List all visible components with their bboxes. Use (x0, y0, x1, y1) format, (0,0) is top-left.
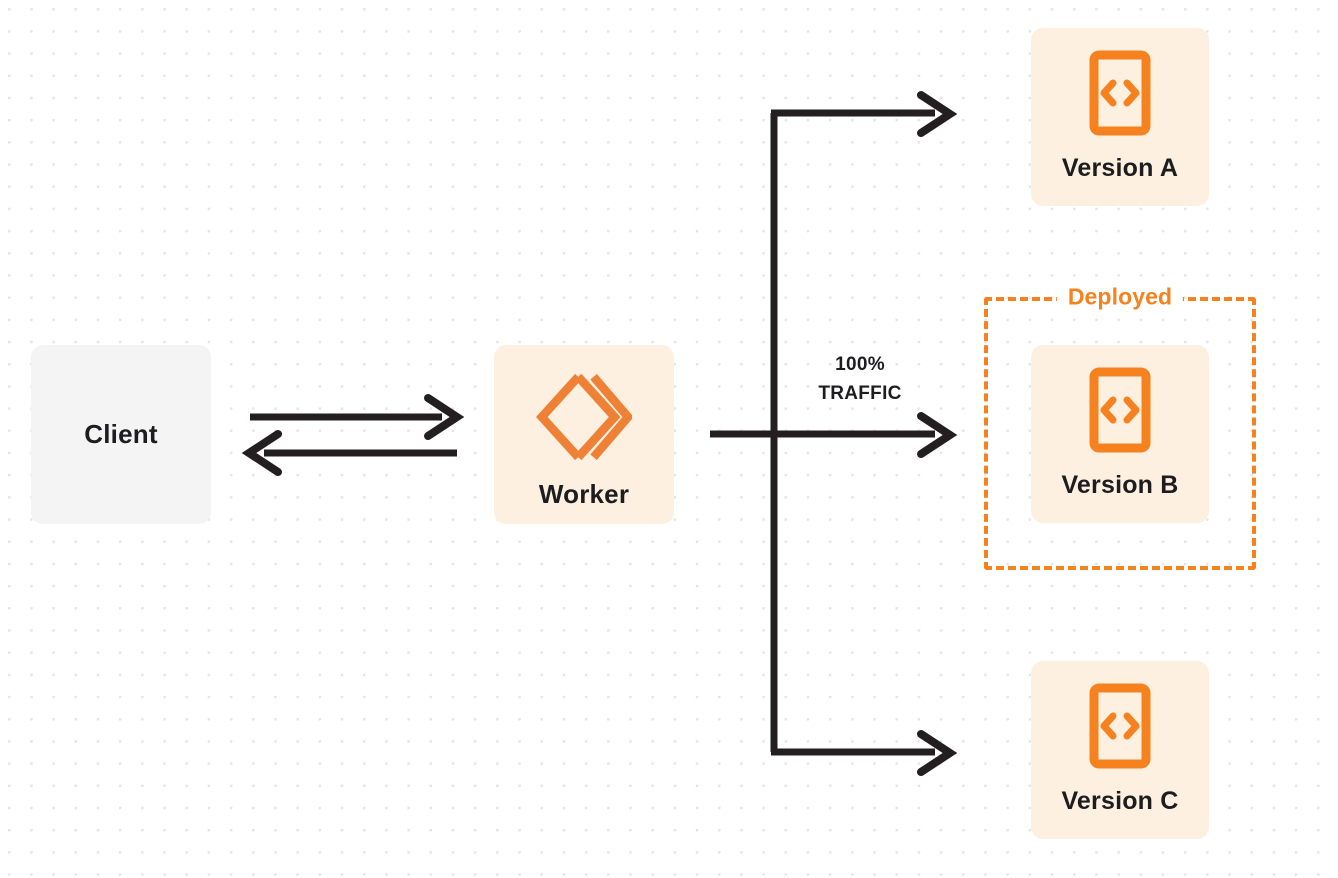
version-c-label: Version C (1061, 787, 1179, 815)
deployed-group-label: Deployed (1056, 285, 1184, 309)
edge-to-version-a (771, 91, 958, 137)
deployed-group-box: Deployed (984, 285, 1256, 570)
version-c-node[interactable]: Version C (1031, 661, 1209, 839)
code-file-icon (1089, 683, 1151, 769)
client-label: Client (84, 419, 158, 449)
traffic-percent: 100% (835, 354, 885, 375)
code-file-icon (1089, 367, 1151, 453)
edge-to-version-c (771, 730, 958, 776)
edge-to-version-b (774, 412, 958, 458)
version-b-label: Version B (1061, 471, 1179, 499)
code-file-icon (1089, 50, 1151, 136)
edge-worker-to-client (241, 430, 457, 476)
client-node[interactable]: Client (31, 345, 211, 524)
worker-node[interactable]: Worker (494, 345, 674, 524)
edge-client-to-worker (250, 394, 465, 440)
edge-worker-traffic-bus (710, 113, 786, 752)
version-a-label: Version A (1061, 154, 1179, 182)
cloudflare-workers-logo-icon (536, 371, 632, 463)
traffic-word: TRAFFIC (818, 383, 902, 405)
version-b-node[interactable]: Version B (1031, 345, 1209, 523)
traffic-label: 100% TRAFFIC (790, 350, 930, 409)
worker-label: Worker (538, 479, 630, 509)
version-a-node[interactable]: Version A (1031, 28, 1209, 206)
